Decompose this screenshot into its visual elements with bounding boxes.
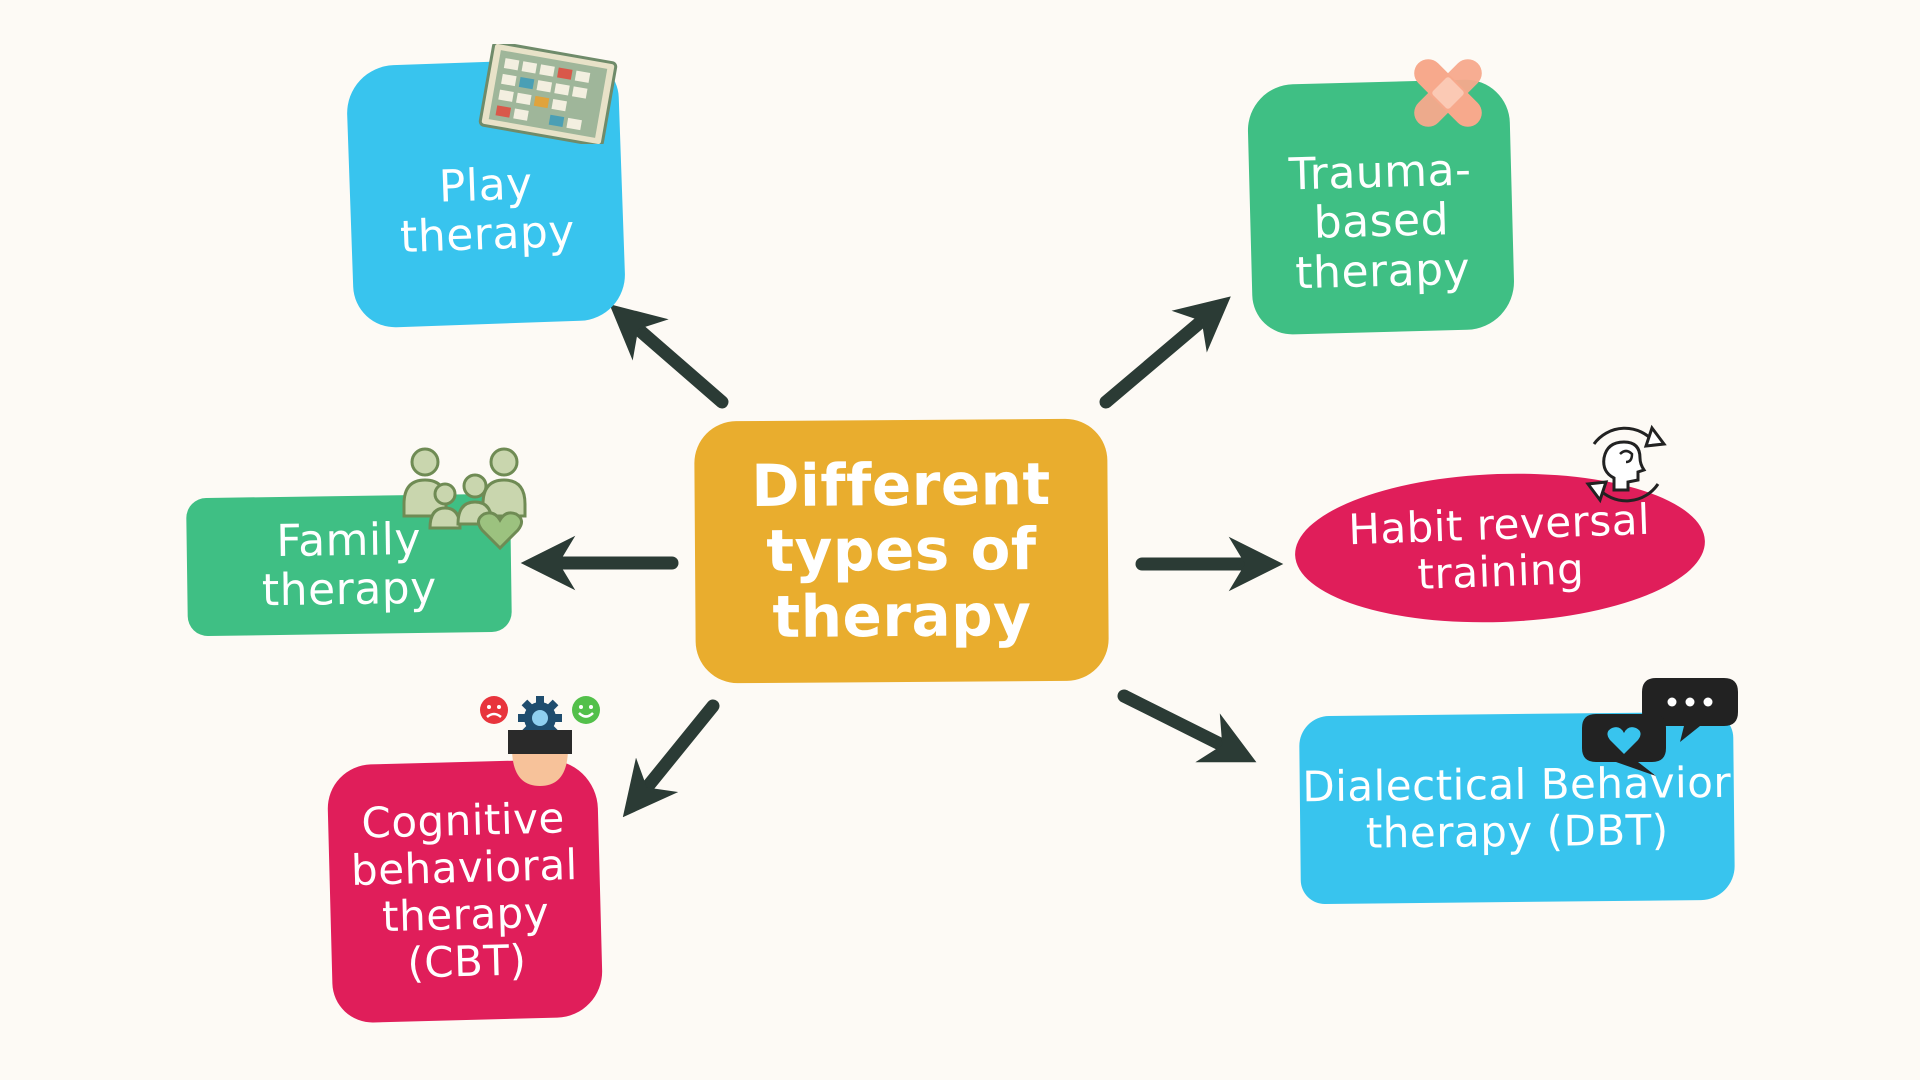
speech-bubbles-icon (1582, 678, 1738, 776)
trauma-therapy-label: Trauma- based therapy (1288, 144, 1473, 299)
arrow-to-play (609, 304, 729, 409)
head-cycle-icon (1585, 424, 1667, 504)
center-topic-label: Different types of therapy (751, 449, 1051, 651)
arrow-to-dbt (1117, 689, 1257, 763)
arrow-to-cbt (622, 699, 720, 818)
center-topic-box: Different types of therapy (694, 418, 1109, 684)
thinking-head-icon (480, 696, 600, 786)
board-game-icon (478, 44, 618, 144)
bandage-icon (1414, 59, 1482, 127)
family-icon (402, 447, 527, 551)
cbt-label: Cognitive behavioral therapy (CBT) (350, 793, 579, 988)
play-therapy-label: Play therapy (399, 158, 576, 264)
arrow-to-trauma (1099, 296, 1231, 409)
cbt-box: Cognitive behavioral therapy (CBT) (326, 758, 604, 1024)
